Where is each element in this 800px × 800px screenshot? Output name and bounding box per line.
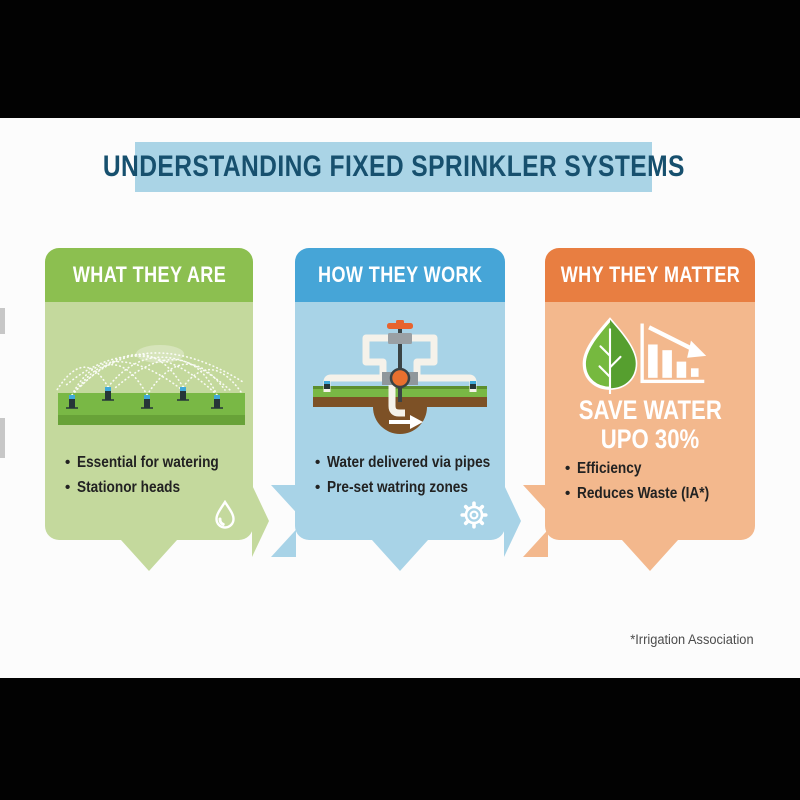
footnote-text: *Irrigation Association	[630, 632, 754, 647]
water-drop-icon	[215, 500, 235, 529]
bottom-letterbox-bar	[0, 678, 800, 800]
infographic-canvas: UNDERSTANDING FIXED SPRINKLER SYSTEMS WH…	[0, 118, 800, 678]
flow-arrow-icon	[389, 415, 423, 429]
list-item: Water delivered via pipes	[315, 454, 513, 473]
leaf-icon	[582, 317, 638, 394]
top-letterbox-bar	[0, 0, 800, 118]
panel-why-they-matter-body: SAVE WATER UPO 30% Efficiency Reduces Wa…	[545, 302, 755, 540]
leaf-and-declining-chart-icons	[582, 317, 707, 394]
declining-bar-chart-icon	[640, 323, 707, 384]
list-item: Reduces Waste (IA*)	[565, 485, 727, 504]
panel-what-they-are-body: Essential for watering Stationor heads	[45, 302, 253, 540]
panel-why-they-matter: WHY THEY MATTER	[545, 248, 755, 571]
panel-why-they-matter-header: WHY THEY MATTER	[545, 248, 755, 302]
edge-artifact	[0, 308, 5, 334]
panel-how-they-work: HOW THEY WORK	[295, 248, 505, 571]
list-item: Pre-set watring zones	[315, 479, 513, 498]
save-water-headline: SAVE WATER UPO 30%	[545, 396, 755, 453]
panel-how-they-work-header: HOW THEY WORK	[295, 248, 505, 302]
why-they-matter-bullet-list: Efficiency Reduces Waste (IA*)	[565, 460, 727, 509]
page-title: UNDERSTANDING FIXED SPRINKLER SYSTEMS	[102, 150, 685, 183]
title-banner: UNDERSTANDING FIXED SPRINKLER SYSTEMS	[103, 142, 684, 192]
panel-what-they-are-header: WHAT THEY ARE	[45, 248, 253, 302]
panel-header-label: WHAT THEY ARE	[72, 262, 226, 287]
panel-what-they-are: WHAT THEY ARE	[45, 248, 253, 571]
panel-header-label: WHY THEY MATTER	[560, 262, 740, 287]
gear-icon	[460, 501, 488, 529]
panel-header-label: HOW THEY WORK	[317, 262, 483, 287]
list-item: Efficiency	[565, 460, 727, 479]
what-they-are-bullet-list: Essential for watering Stationor heads	[65, 454, 238, 503]
list-item: Essential for watering	[65, 454, 238, 473]
how-they-work-bullet-list: Water delivered via pipes Pre-set watrin…	[315, 454, 513, 503]
list-item: Stationor heads	[65, 479, 238, 498]
headline-line2: UPO 30%	[600, 423, 700, 454]
edge-artifact	[0, 418, 5, 458]
arrow-right-icon	[252, 485, 269, 557]
panel-tail-pointer	[121, 540, 177, 571]
panel-tail-pointer	[622, 540, 678, 571]
sprinkler-heads	[66, 387, 223, 409]
headline-line1: SAVE WATER	[578, 395, 722, 425]
panel-how-they-work-body: Water delivered via pipes Pre-set watrin…	[295, 302, 505, 540]
panel-tail-pointer	[372, 540, 428, 571]
